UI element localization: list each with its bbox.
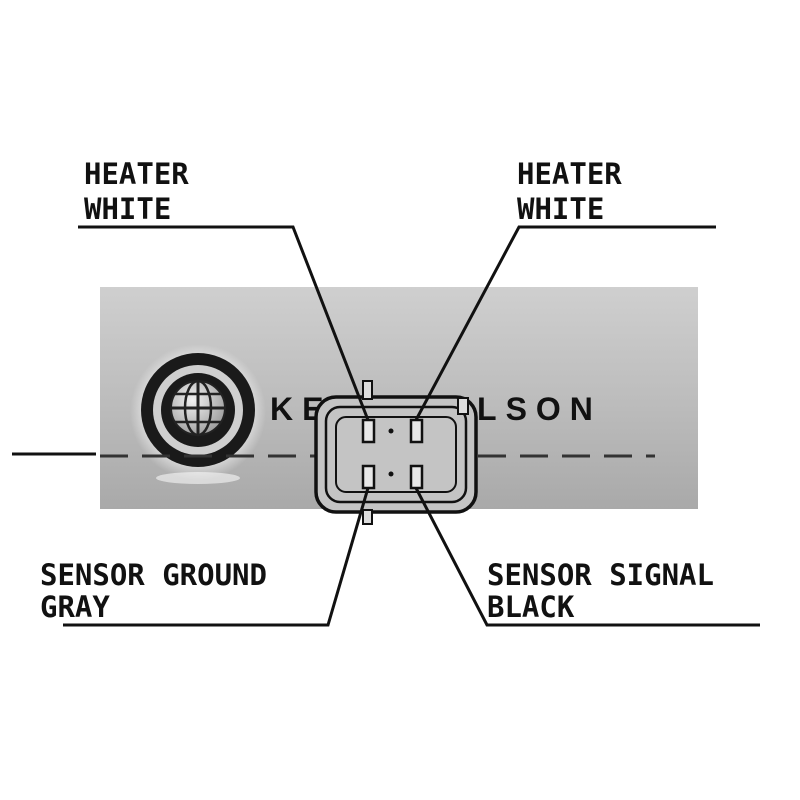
heater-right-leader	[414, 225, 716, 421]
sensor-signal-label-line2: BLACK	[487, 590, 575, 624]
heater-right-label-line2: WHITE	[517, 192, 604, 226]
heater-left-pin	[361, 418, 376, 444]
sensor-ground-leader	[63, 487, 370, 627]
sensor-ground-label: SENSOR GROUND GRAY	[40, 558, 267, 624]
sensor-ground-label-line2: GRAY	[40, 590, 110, 624]
heater-left-leader	[78, 225, 370, 421]
sensor-ground-pin	[361, 464, 376, 490]
connector-housing	[314, 380, 478, 525]
heater-left-label-line2: WHITE	[84, 192, 171, 226]
heater-left-label: HEATER WHITE	[84, 157, 189, 226]
brand-logo	[130, 344, 266, 484]
sensor-signal-label: SENSOR SIGNAL BLACK	[487, 558, 714, 624]
sensor-ground-label-line1: SENSOR GROUND	[40, 558, 267, 592]
sensor-signal-pin	[409, 464, 424, 490]
heater-right-label: HEATER WHITE	[517, 157, 622, 226]
heater-right-pin	[409, 418, 424, 444]
heater-left-label-line1: HEATER	[84, 157, 189, 191]
sensor-signal-label-line1: SENSOR SIGNAL	[487, 558, 714, 592]
heater-right-label-line1: HEATER	[517, 157, 622, 191]
sensor-signal-leader	[414, 487, 760, 627]
globe-icon	[170, 379, 226, 437]
